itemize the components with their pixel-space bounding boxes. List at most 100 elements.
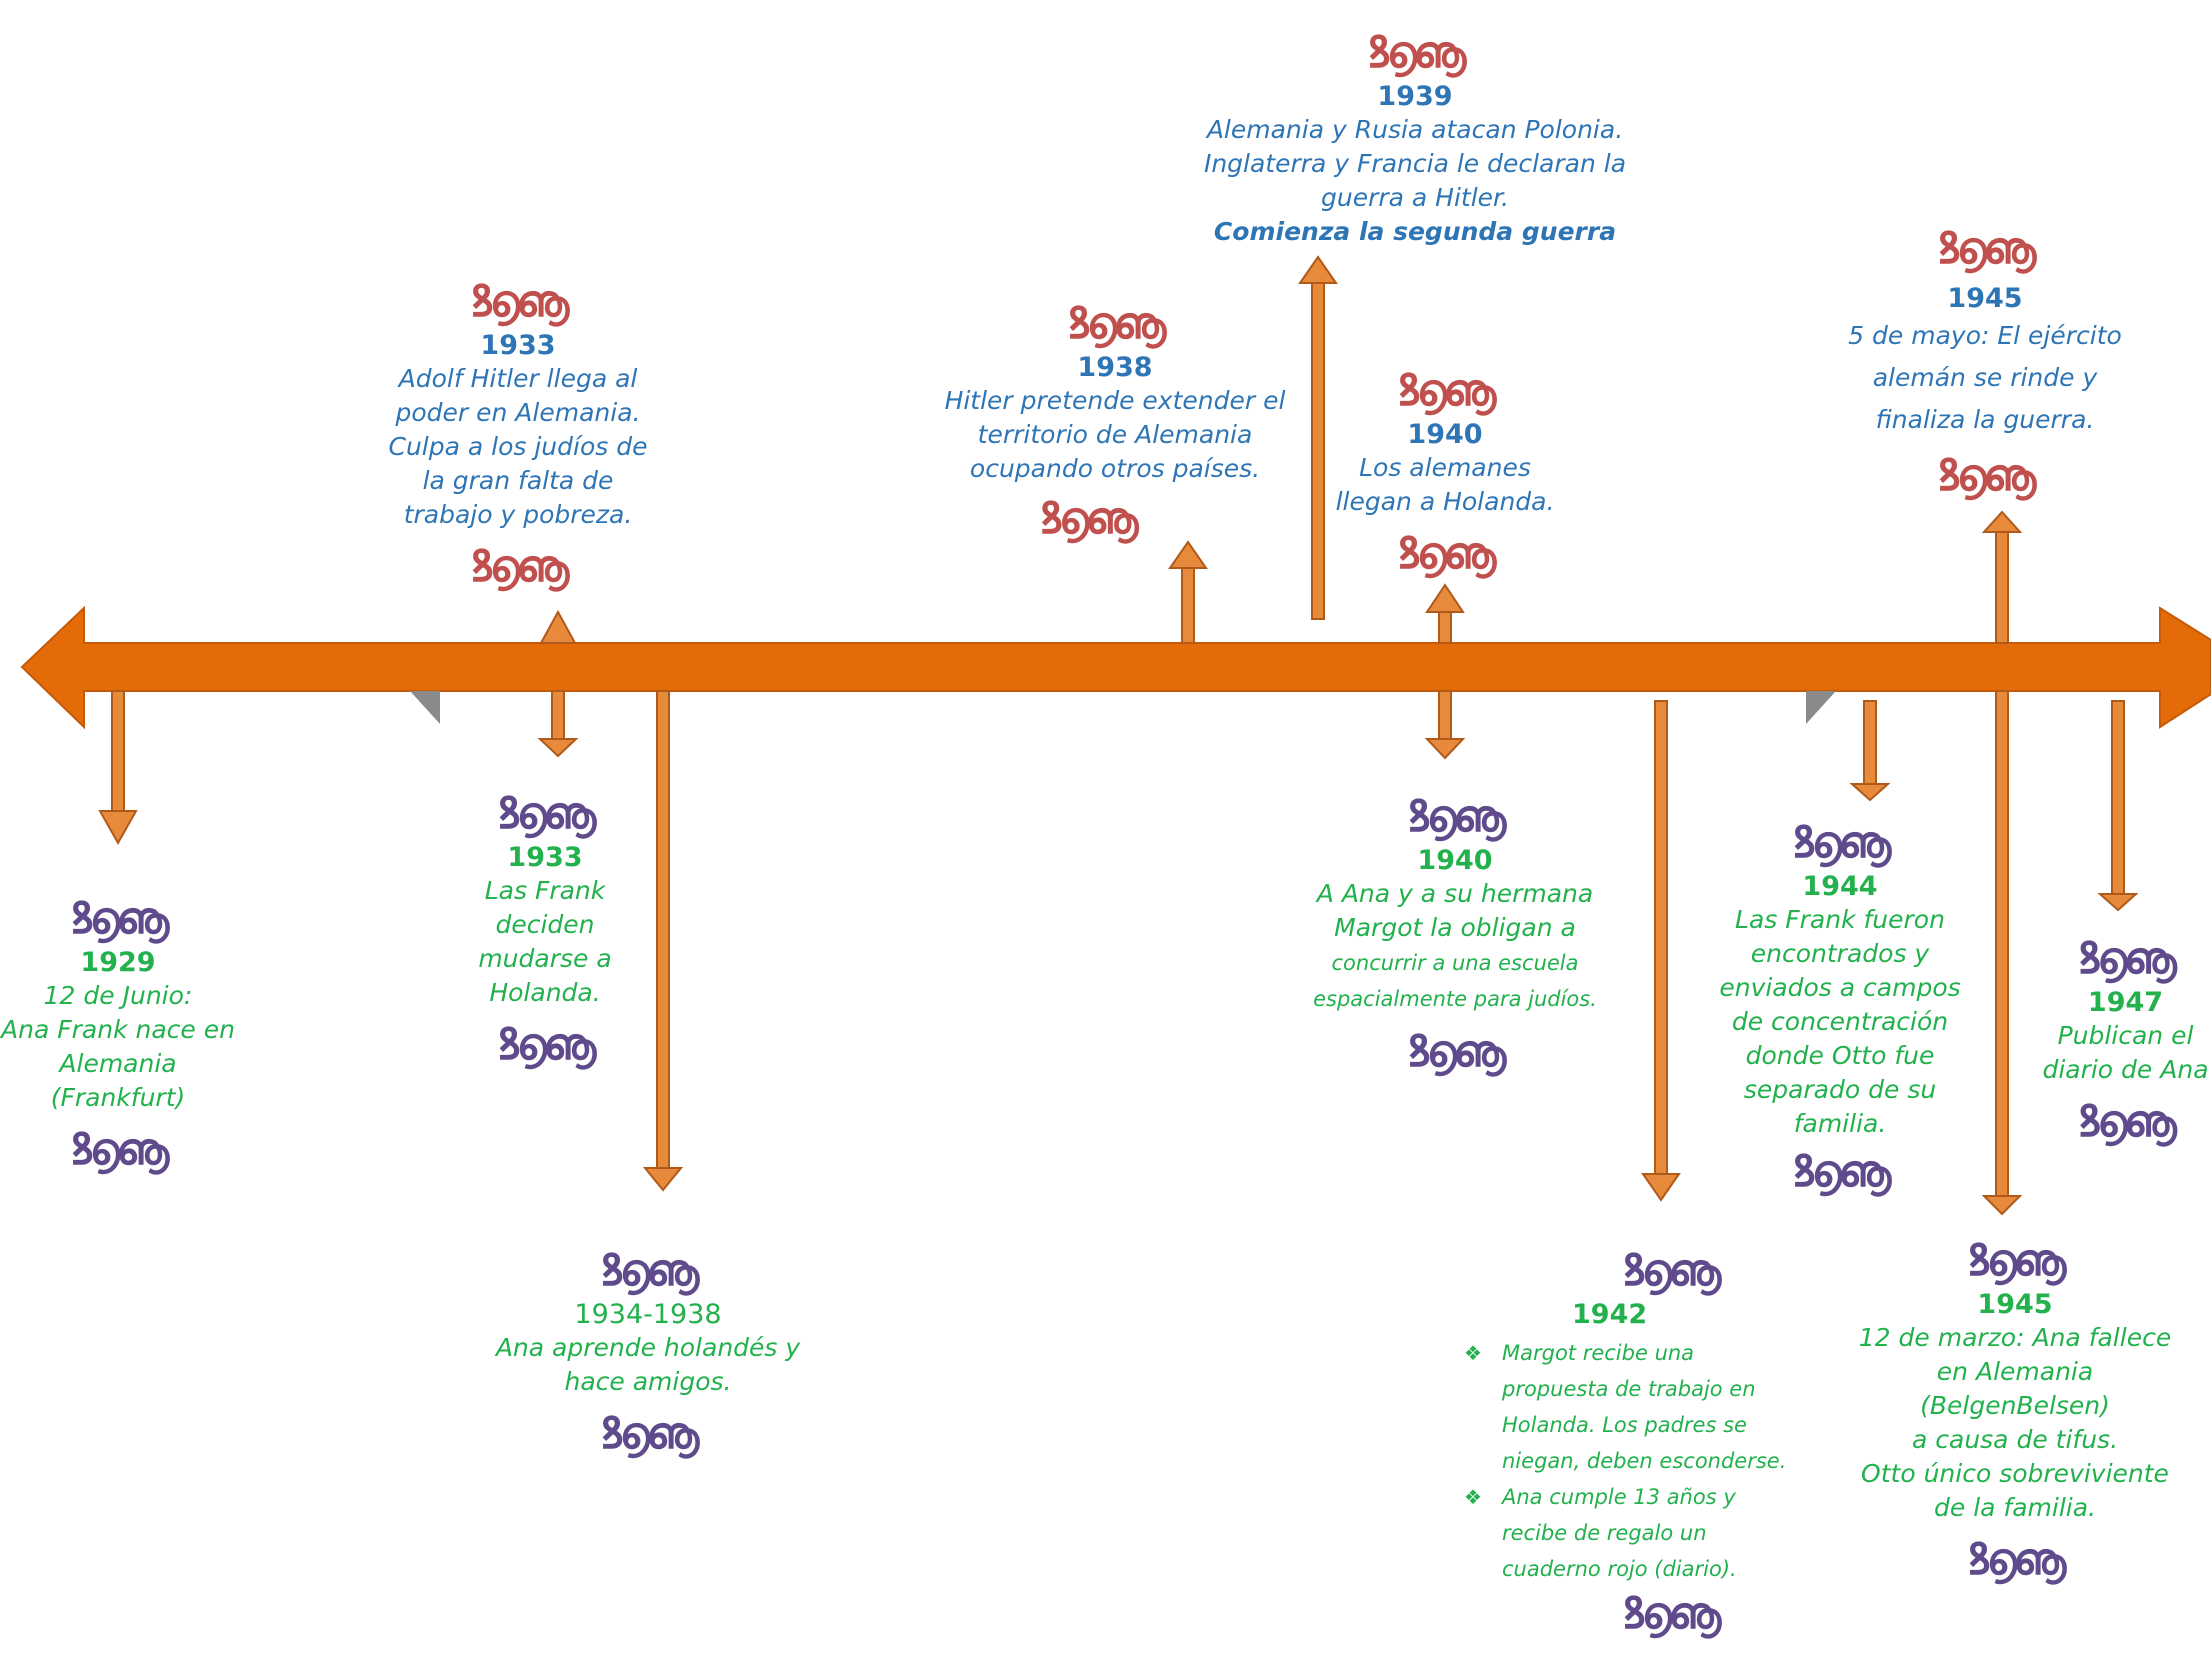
ornament-top: ꝸ൭ൡ [2078,933,2176,984]
event-1934-1938: ꝸ൭ൡ 1934-1938 Ana aprende holandés y hac… [478,1244,818,1461]
ornament-top: ꝸ൭ൡ [70,893,169,944]
event-year: 1938 [1077,352,1153,383]
arrow-1947 [2097,700,2139,912]
event-1945-rendicion: ꝸ൭ൡ 1945 5 de mayo: El ejército alemán s… [1830,222,2140,503]
event-year: 1933 [507,842,583,873]
event-bullet-list: Margot recibe una propuesta de trabajo e… [1460,1335,1850,1587]
event-text-line: Margot la obligan a [1334,913,1576,942]
bullet-line: niegan, deben esconderse. [1502,1449,1787,1473]
ornament-top: ꝸ൭ൡ [1967,1235,2066,1286]
ornament-top: ꝸ൭ൡ [1367,27,1466,78]
ornament-bottom: ꝸ൭ൡ [497,1019,596,1070]
event-text-line: finaliza la guerra. [1875,405,2095,434]
event-text-line: 12 de marzo: Ana fallece [1858,1323,2172,1352]
event-year: 1929 [80,947,156,978]
axis-notch [1806,691,1836,724]
event-year: 1947 [2087,987,2164,1018]
event-text-line: mudarse a [478,944,612,973]
arrow-1945 [1981,510,2023,1216]
event-text-line: enviados a campos [1719,973,1961,1002]
bullet-item: Margot recibe una propuesta de trabajo e… [1460,1335,1850,1479]
event-text-line: Alemania y Rusia atacan Polonia. [1206,115,1624,144]
ornament-top: ꝸ൭ൡ [1792,817,1891,868]
arrow-1933 [537,609,579,758]
event-text-line: (Frankfurt) [50,1083,186,1112]
event-year: 1940 [1417,845,1493,876]
ornament-bottom: ꝸ൭ൡ [1792,1146,1891,1197]
event-year: 1934-1938 [574,1299,722,1330]
ornament-top: ꝸ൭ൡ [1622,1245,1721,1296]
event-text-line: Ana Frank nace en [1,1015,235,1044]
event-year: 1940 [1407,419,1483,450]
bullet-line: Ana cumple 13 años y [1502,1485,1736,1509]
ornament-top: ꝸ൭ൡ [600,1245,699,1296]
event-text-line: territorio de Alemania [977,420,1253,449]
event-year: 1945 [1977,1289,2053,1320]
bullet-line: propuesta de trabajo en [1502,1377,1756,1401]
event-text-line: Culpa a los judíos de [388,432,648,461]
event-1933-hitler: ꝸ൭ൡ 1933 Adolf Hitler llega al poder en … [378,275,658,594]
arrow-1944 [1849,700,1891,802]
event-text-line: 12 de Junio: [43,981,193,1010]
event-text-line: concurrir a una escuela [1331,951,1579,975]
event-year: 1945 [1947,283,2023,314]
event-text-line: diario de Ana [2042,1055,2209,1084]
event-text-line: Holanda. [489,978,601,1007]
event-text-line: A Ana y a su hermana [1316,879,1594,908]
axis-notch [410,691,440,724]
ornament-bottom: ꝸ൭ൡ [600,1408,699,1459]
event-text-line: hace amigos. [564,1367,732,1396]
bullet-line: recibe de regalo un [1502,1521,1707,1545]
event-text-line: familia. [1793,1109,1887,1138]
event-text-line: llegan a Holanda. [1335,487,1555,516]
event-text-line: Hitler pretende extender el [944,386,1286,415]
event-text-line: de la familia. [1934,1493,2096,1522]
arrow-1934-1938 [642,690,684,1192]
event-1938: ꝸ൭ൡ 1938 Hitler pretende extender el ter… [940,297,1290,546]
event-1942: ꝸ൭ൡ 1942 Margot recibe una propuesta de … [1460,1244,1850,1641]
ornament-top: ꝸ൭ൡ [470,276,569,327]
ornament-bottom: ꝸ൭ൡ [1397,528,1496,579]
event-text-line: Adolf Hitler llega al [398,364,638,393]
event-text-line: separado de su [1743,1075,1937,1104]
arrow-1942 [1641,700,1681,1202]
event-text-line: Los alemanes [1359,453,1531,482]
ornament-bottom: ꝸ൭ൡ [70,1124,169,1175]
event-1939: ꝸ൭ൡ 1939 Alemania y Rusia atacan Polonia… [1180,26,1650,249]
event-1940-holanda: ꝸ൭ൡ 1940 Los alemanes llegan a Holanda. … [1320,364,1570,581]
event-text-line: donde Otto fue [1745,1041,1935,1070]
ornament-bottom: ꝸ൭ൡ [1937,450,2036,501]
event-text-line: encontrados y [1750,939,1930,968]
event-text-line: Comienza la segunda guerra [1213,217,1617,246]
ornament-top: ꝸ൭ൡ [1937,223,2036,274]
event-text-line: Publican el [2057,1021,2194,1050]
event-text-line: Inglaterra y Francia le declaran la [1203,149,1627,178]
event-text-line: trabajo y pobreza. [403,500,633,529]
event-text-line: poder en Alemania. [395,398,641,427]
ornament-bottom: ꝸ൭ൡ [470,541,569,592]
event-1940-escuela: ꝸ൭ൡ 1940 A Ana y a su hermana Margot la … [1280,790,1630,1079]
timeline-axis [20,605,2211,730]
event-text-line: ocupando otros países. [969,454,1261,483]
event-text-line: a causa de tifus. [1911,1425,2119,1454]
event-text-line: espacialmente para judíos. [1313,987,1597,1011]
arrow-1939 [1298,255,1338,620]
ornament-bottom: ꝸ൭ൡ [1967,1534,2066,1585]
event-1945-fallece: ꝸ൭ൡ 1945 12 de marzo: Ana fallece en Ale… [1850,1234,2180,1587]
event-text-line: alemán se rinde y [1872,363,2098,392]
event-text-line: Las Frank [484,876,606,905]
event-text-line: deciden [495,910,595,939]
ornament-bottom: ꝸ൭ൡ [1407,1026,1506,1077]
event-year: 1933 [480,330,556,361]
ornament-bottom: ꝸ൭ൡ [2078,1096,2176,1147]
event-text-line: Otto único sobreviviente [1861,1459,2169,1488]
ornament-top: ꝸ൭ൡ [1407,791,1506,842]
ornament-top: ꝸ൭ൡ [1397,365,1496,416]
bullet-item: Ana cumple 13 años y recibe de regalo un… [1460,1479,1850,1587]
arrow-1929 [98,690,138,846]
ornament-top: ꝸ൭ൡ [497,788,596,839]
event-1933-mudanza: ꝸ൭ൡ 1933 Las Frank deciden mudarse a Hol… [450,787,640,1072]
event-text-line: Ana aprende holandés y [495,1333,801,1362]
arrow-1938 [1168,540,1208,644]
event-text-line: de concentración [1731,1007,1949,1036]
